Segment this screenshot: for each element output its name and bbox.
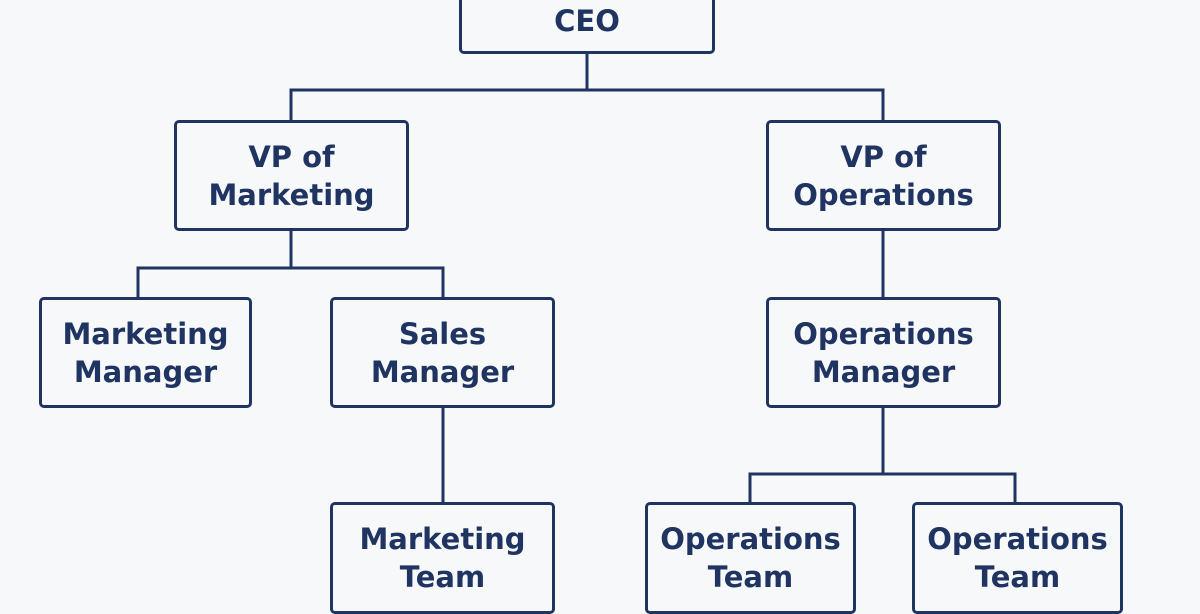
marketing-manager-label: Marketing Manager xyxy=(62,316,229,389)
connector-lines xyxy=(136,51,1017,506)
vp-marketing-box: VP of Marketing xyxy=(174,120,409,231)
connector-operations-manager-teams xyxy=(748,404,1017,506)
vp-marketing-label: VP of Marketing xyxy=(208,139,375,212)
sales-manager-label: Sales Manager xyxy=(370,316,515,389)
vp-operations-box: VP of Operations xyxy=(766,120,1001,231)
ceo-label: CEO xyxy=(554,4,620,38)
marketing-team-box: Marketing Team xyxy=(330,502,555,614)
operations-manager-box: Operations Manager xyxy=(766,297,1001,408)
connector-vp-marketing-managers xyxy=(136,228,445,301)
marketing-team-label: Marketing Team xyxy=(359,522,526,594)
operations-team-label-1: Operations Team xyxy=(660,522,841,594)
operations-team-box-2: Operations Team xyxy=(912,502,1123,614)
marketing-manager-box: Marketing Manager xyxy=(39,297,252,408)
connector-ceo-vps xyxy=(289,51,885,123)
org-chart: CEO VP of Marketing VP of Operations Mar… xyxy=(39,0,1123,614)
operations-manager-label: Operations Manager xyxy=(793,316,974,389)
vp-operations-label: VP of Operations xyxy=(793,139,974,212)
operations-team-label-2: Operations Team xyxy=(927,522,1108,594)
operations-team-box-1: Operations Team xyxy=(645,502,856,614)
sales-manager-box: Sales Manager xyxy=(330,297,555,408)
ceo-box: CEO xyxy=(459,0,715,54)
